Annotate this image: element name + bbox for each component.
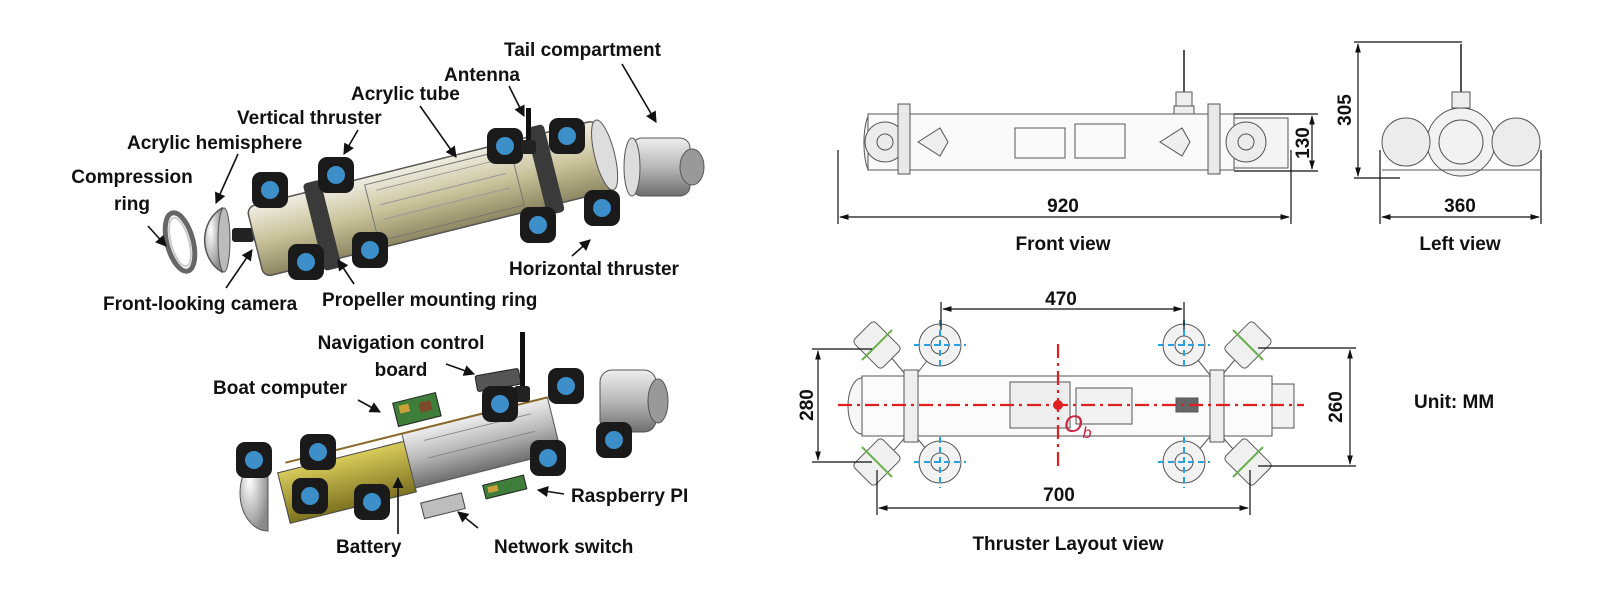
dim-horizontal-spacing: 700 bbox=[1043, 485, 1075, 506]
label-vertical-thruster: Vertical thruster bbox=[237, 108, 382, 129]
dim-left-width: 360 bbox=[1444, 196, 1476, 217]
thruster-layout-dims bbox=[812, 302, 1356, 515]
dim-layout-right-width: 260 bbox=[1326, 391, 1347, 423]
label-tail-compartment: Tail compartment bbox=[504, 40, 661, 61]
label-battery: Battery bbox=[336, 537, 402, 558]
label-front-looking-camera: Front-looking camera bbox=[103, 294, 298, 315]
front-view-dims bbox=[837, 113, 1318, 224]
label-acrylic-tube: Acrylic tube bbox=[351, 84, 460, 105]
label-boat-computer: Boat computer bbox=[213, 378, 348, 399]
exploded-view bbox=[147, 63, 705, 289]
acrylic-hemisphere bbox=[203, 206, 223, 274]
label-network-switch: Network switch bbox=[494, 537, 634, 558]
label-compression-ring-line1: Compression bbox=[71, 167, 193, 188]
antenna bbox=[526, 108, 531, 148]
origin-letter: O bbox=[1064, 411, 1083, 438]
thruster-group-top bbox=[252, 118, 620, 280]
caption-left-view: Left view bbox=[1419, 234, 1501, 255]
label-raspberry-pi: Raspberry PI bbox=[571, 486, 689, 507]
internal-view bbox=[236, 332, 669, 534]
unit-label: Unit: MM bbox=[1414, 392, 1495, 413]
caption-thruster-layout-view: Thruster Layout view bbox=[972, 534, 1164, 555]
label-acrylic-hemisphere: Acrylic hemisphere bbox=[127, 133, 303, 154]
dim-vertical-spacing: 470 bbox=[1045, 289, 1077, 310]
label-navigation-control-board-line1: Navigation control bbox=[317, 333, 485, 354]
label-horizontal-thruster: Horizontal thruster bbox=[509, 259, 679, 280]
body-origin-point bbox=[1053, 400, 1063, 410]
left-view-dims bbox=[1354, 41, 1542, 224]
label-navigation-control-board-line2: board bbox=[374, 360, 428, 381]
caption-front-view: Front view bbox=[1015, 234, 1111, 255]
left-view-drawing bbox=[1381, 44, 1541, 177]
front-looking-camera bbox=[232, 228, 254, 242]
dim-layout-left-width: 280 bbox=[797, 389, 818, 421]
dim-left-height: 305 bbox=[1335, 94, 1356, 126]
origin-subscript: b bbox=[1083, 425, 1092, 442]
front-view-drawing bbox=[863, 50, 1289, 175]
body-origin-label: Ob bbox=[1064, 411, 1092, 442]
tail-compartment bbox=[623, 137, 705, 197]
thruster-group-bottom bbox=[236, 368, 632, 520]
raspberry-pi bbox=[482, 474, 528, 500]
network-switch bbox=[420, 492, 466, 520]
thruster-axes bbox=[914, 320, 1210, 488]
front-thruster-r1 bbox=[1225, 121, 1267, 163]
label-antenna: Antenna bbox=[444, 65, 520, 86]
label-propeller-mounting-ring: Propeller mounting ring bbox=[322, 290, 538, 311]
dim-front-height: 130 bbox=[1293, 127, 1314, 159]
front-thruster-l1 bbox=[864, 121, 906, 163]
horizontal-thruster-axes bbox=[861, 329, 1264, 478]
dim-front-length: 920 bbox=[1047, 196, 1079, 217]
compression-ring bbox=[162, 210, 198, 274]
label-compression-ring-line2: ring bbox=[114, 194, 150, 215]
boat-computer bbox=[392, 391, 442, 428]
